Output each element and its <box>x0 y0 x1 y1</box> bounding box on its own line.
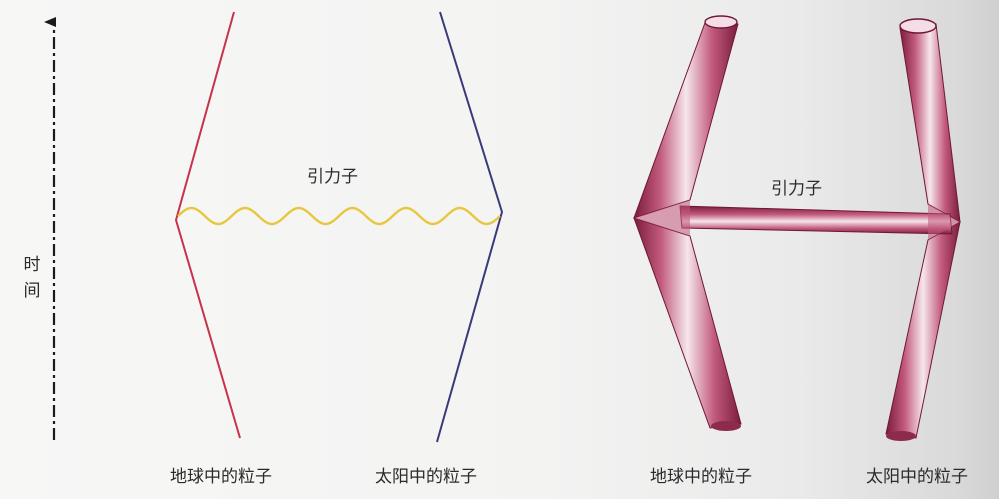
sun-particle-label-left: 太阳中的粒子 <box>375 467 477 487</box>
graviton-label-left: 引力子 <box>307 167 358 187</box>
earth-particle-worldline <box>174 11 241 439</box>
sun-tube-upper <box>899 23 961 223</box>
sun-particle-label-right: 太阳中的粒子 <box>866 467 968 487</box>
string-worldsheet-tubes <box>633 15 961 441</box>
earth-particle-label-left: 地球中的粒子 <box>170 467 272 487</box>
sun-tube-bottom-end <box>886 431 916 441</box>
time-axis-label: 时间 <box>23 255 41 301</box>
sun-particle-worldline <box>436 11 504 443</box>
earth-tube-lower <box>633 217 742 429</box>
sun-tube-junction <box>928 204 960 240</box>
earth-tube-bottom-end <box>711 421 741 431</box>
earth-tube-top-opening <box>704 15 738 29</box>
earth-tube-junction <box>634 200 690 236</box>
sun-tube-lower <box>885 221 961 439</box>
graviton-wave <box>177 206 501 226</box>
earth-tube-upper <box>633 19 739 219</box>
earth-particle-label-right: 地球中的粒子 <box>650 467 752 487</box>
graviton-label-right: 引力子 <box>771 179 822 199</box>
graviton-tube <box>679 205 953 235</box>
sun-tube-top-opening <box>899 18 937 34</box>
